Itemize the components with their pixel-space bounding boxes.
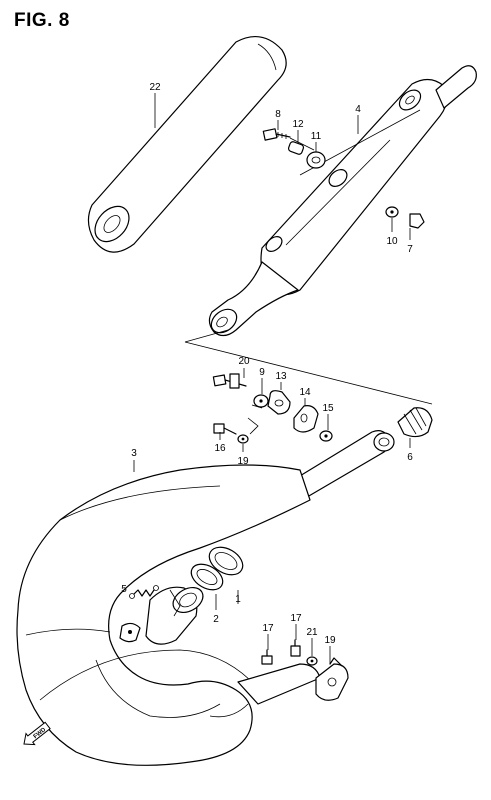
part-2-gasket[interactable]: [187, 559, 227, 595]
part-20-bolt[interactable]: [212, 373, 247, 389]
callout-10: 10: [386, 236, 398, 247]
callout-17-left: 17: [262, 623, 274, 634]
callout-9: 9: [259, 367, 265, 378]
forward-direction-arrow: FWD: [23, 721, 51, 746]
callout-8: 8: [275, 109, 281, 120]
part-17-bolt-right[interactable]: [290, 639, 301, 657]
callout-5: 5: [121, 584, 127, 595]
part-3-exhaust-chamber[interactable]: [16, 430, 395, 766]
part-16-bolt[interactable]: [213, 423, 237, 435]
part-6-connector[interactable]: [397, 407, 433, 438]
part-5-spring[interactable]: [129, 585, 159, 599]
part-13-plate[interactable]: [267, 390, 291, 415]
callout-11: 11: [311, 131, 322, 142]
part-17-bolt-left[interactable]: [261, 649, 273, 665]
callout-4: 4: [355, 104, 361, 115]
part-14-damper[interactable]: [293, 405, 319, 433]
part-4-silencer[interactable]: [207, 65, 477, 338]
callout-21: 21: [306, 627, 318, 638]
part-1-gasket[interactable]: [204, 542, 247, 581]
part-11-grommet[interactable]: [306, 151, 326, 169]
callout-17-right: 17: [290, 613, 302, 624]
callout-numbers: 22 8 12 11 4 10 7 20 9 13 14 15 16 19 3 …: [121, 82, 413, 646]
callout-7: 7: [407, 244, 413, 255]
part-10-washer[interactable]: [385, 206, 399, 218]
part-22-silencer-cover[interactable]: [87, 35, 287, 253]
callout-16: 16: [214, 443, 226, 454]
part-9-washer[interactable]: [253, 394, 269, 408]
callout-2: 2: [213, 614, 219, 625]
part-21-washer[interactable]: [306, 656, 318, 666]
callout-3: 3: [131, 448, 137, 459]
figure-title: FIG. 8: [14, 10, 70, 31]
callout-15: 15: [322, 403, 334, 414]
callout-19-upper: 19: [237, 456, 249, 467]
part-12-collar[interactable]: [287, 141, 305, 155]
part-7-nut[interactable]: [409, 213, 425, 229]
part-8-bolt[interactable]: [262, 128, 291, 141]
callout-leaders: [133, 93, 411, 664]
part-19-cover-plate[interactable]: [315, 657, 349, 701]
callout-6: 6: [407, 452, 413, 463]
callout-13: 13: [275, 371, 287, 382]
callout-1: 1: [235, 594, 241, 605]
callout-12: 12: [292, 119, 304, 130]
callout-20: 20: [238, 356, 250, 367]
assembly-leader-lines: [184, 137, 433, 435]
part-15-nut[interactable]: [319, 430, 333, 442]
callout-22: 22: [149, 82, 161, 93]
callout-19-lower: 19: [324, 635, 336, 646]
callout-14: 14: [299, 387, 311, 398]
part-19-washer[interactable]: [237, 434, 249, 444]
